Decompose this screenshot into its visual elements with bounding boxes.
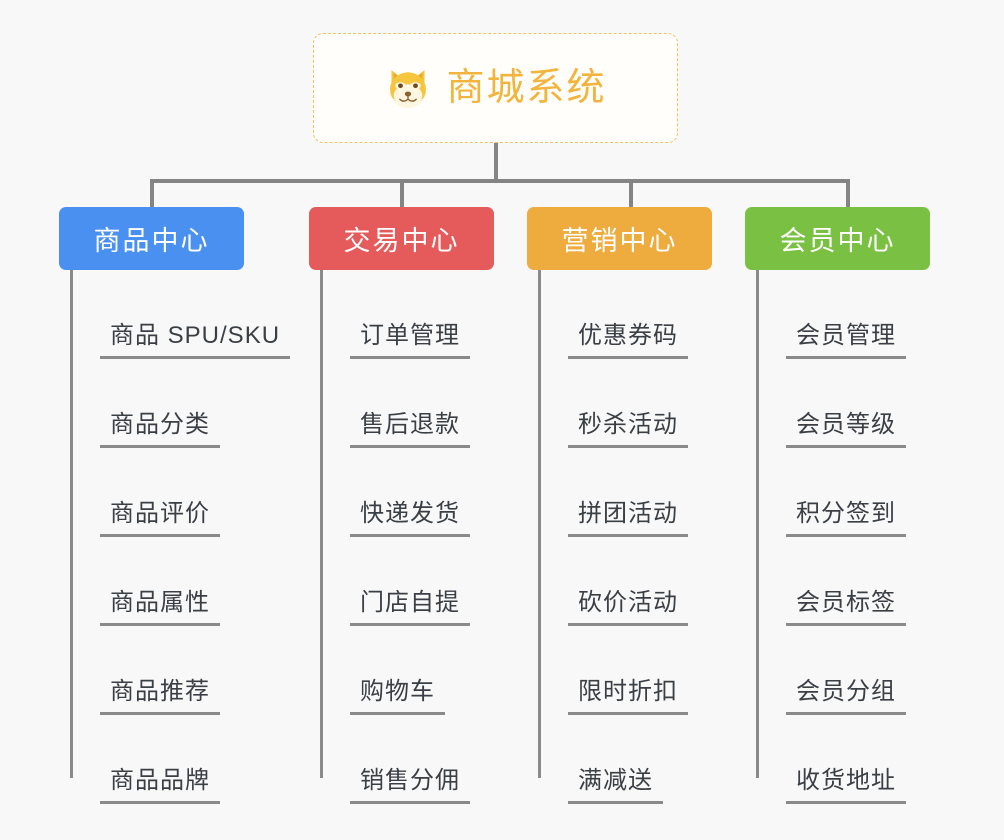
root-node-mall-system[interactable]: 商城系统 bbox=[313, 33, 678, 143]
list-item[interactable]: 快递发货 bbox=[320, 448, 494, 537]
category-header-2[interactable]: 交易中心 bbox=[309, 207, 494, 270]
category-4-spine bbox=[756, 270, 759, 778]
list-item[interactable]: 商品评价 bbox=[70, 448, 244, 537]
list-item-label: 满减送 bbox=[578, 767, 653, 795]
list-item[interactable]: 商品属性 bbox=[70, 537, 244, 626]
category-column-4: 会员中心 会员管理 会员等级 积分签到 会员标签 会员分组 收货地址 bbox=[745, 207, 930, 804]
list-item-label: 优惠券码 bbox=[578, 322, 678, 350]
list-item[interactable]: 门店自提 bbox=[320, 537, 494, 626]
category-column-1: 商品中心 商品 SPU/SKU 商品分类 商品评价 商品属性 商品推荐 商品品牌 bbox=[59, 207, 291, 804]
list-item-label: 商品推荐 bbox=[110, 678, 210, 706]
list-item[interactable]: 会员标签 bbox=[756, 537, 930, 626]
list-item-label: 订单管理 bbox=[360, 322, 460, 350]
list-item[interactable]: 砍价活动 bbox=[538, 537, 712, 626]
list-item[interactable]: 满减送 bbox=[538, 715, 712, 804]
connector-root-stem bbox=[494, 143, 498, 181]
list-item[interactable]: 会员管理 bbox=[756, 270, 930, 359]
list-item[interactable]: 积分签到 bbox=[756, 448, 930, 537]
list-item-label: 商品属性 bbox=[110, 589, 210, 617]
list-item[interactable]: 商品分类 bbox=[70, 359, 244, 448]
list-item-label: 限时折扣 bbox=[578, 678, 678, 706]
list-item-label: 砍价活动 bbox=[578, 589, 678, 617]
list-item-label: 快递发货 bbox=[360, 500, 460, 528]
list-item[interactable]: 售后退款 bbox=[320, 359, 494, 448]
list-item-label: 会员等级 bbox=[796, 411, 896, 439]
category-header-1-label: 商品中心 bbox=[93, 226, 210, 256]
connector-drop-2 bbox=[400, 181, 404, 208]
list-item-label: 购物车 bbox=[360, 678, 435, 706]
list-item-label: 会员标签 bbox=[796, 589, 896, 617]
list-item-label: 门店自提 bbox=[360, 589, 460, 617]
root-node-title: 商城系统 bbox=[446, 67, 607, 109]
list-item[interactable]: 会员等级 bbox=[756, 359, 930, 448]
category-header-1[interactable]: 商品中心 bbox=[59, 207, 244, 270]
list-item[interactable]: 优惠券码 bbox=[538, 270, 712, 359]
list-item-label: 积分签到 bbox=[796, 500, 896, 528]
list-item[interactable]: 限时折扣 bbox=[538, 626, 712, 715]
list-item[interactable]: 拼团活动 bbox=[538, 448, 712, 537]
shiba-dog-face-icon bbox=[390, 70, 427, 109]
category-column-2: 交易中心 订单管理 售后退款 快递发货 门店自提 购物车 销售分佣 bbox=[309, 207, 494, 804]
category-header-2-label: 交易中心 bbox=[343, 226, 460, 256]
category-4-item-list: 会员管理 会员等级 积分签到 会员标签 会员分组 收货地址 bbox=[756, 270, 930, 804]
category-3-spine bbox=[538, 270, 541, 778]
category-1-item-list: 商品 SPU/SKU 商品分类 商品评价 商品属性 商品推荐 商品品牌 bbox=[70, 270, 291, 804]
list-item[interactable]: 商品 SPU/SKU bbox=[70, 270, 291, 359]
connector-drop-3 bbox=[629, 181, 633, 208]
list-item-label: 售后退款 bbox=[360, 411, 460, 439]
list-item[interactable]: 销售分佣 bbox=[320, 715, 494, 804]
list-item-label: 商品分类 bbox=[110, 411, 210, 439]
category-header-3-label: 营销中心 bbox=[561, 226, 678, 256]
category-header-4-label: 会员中心 bbox=[779, 226, 896, 256]
connector-drop-1 bbox=[150, 181, 154, 208]
list-item-label: 收货地址 bbox=[796, 767, 896, 795]
list-item-label: 商品品牌 bbox=[110, 767, 210, 795]
list-item-label: 会员管理 bbox=[796, 322, 896, 350]
category-header-3[interactable]: 营销中心 bbox=[527, 207, 712, 270]
connector-drop-4 bbox=[846, 181, 850, 208]
list-item-label: 销售分佣 bbox=[360, 767, 460, 795]
category-2-spine bbox=[320, 270, 323, 778]
list-item-label: 会员分组 bbox=[796, 678, 896, 706]
connector-horizontal-bar bbox=[150, 179, 850, 183]
list-item[interactable]: 商品推荐 bbox=[70, 626, 244, 715]
list-item-label: 商品评价 bbox=[110, 500, 210, 528]
list-item-label: 拼团活动 bbox=[578, 500, 678, 528]
list-item[interactable]: 购物车 bbox=[320, 626, 494, 715]
list-item[interactable]: 秒杀活动 bbox=[538, 359, 712, 448]
category-column-3: 营销中心 优惠券码 秒杀活动 拼团活动 砍价活动 限时折扣 满减送 bbox=[527, 207, 712, 804]
list-item-label: 秒杀活动 bbox=[578, 411, 678, 439]
list-item[interactable]: 商品品牌 bbox=[70, 715, 244, 804]
category-2-item-list: 订单管理 售后退款 快递发货 门店自提 购物车 销售分佣 bbox=[320, 270, 494, 804]
list-item[interactable]: 收货地址 bbox=[756, 715, 930, 804]
category-header-4[interactable]: 会员中心 bbox=[745, 207, 930, 270]
category-3-item-list: 优惠券码 秒杀活动 拼团活动 砍价活动 限时折扣 满减送 bbox=[538, 270, 712, 804]
list-item[interactable]: 订单管理 bbox=[320, 270, 494, 359]
list-item-label: 商品 SPU/SKU bbox=[110, 322, 281, 350]
list-item[interactable]: 会员分组 bbox=[756, 626, 930, 715]
category-1-spine bbox=[70, 270, 73, 778]
